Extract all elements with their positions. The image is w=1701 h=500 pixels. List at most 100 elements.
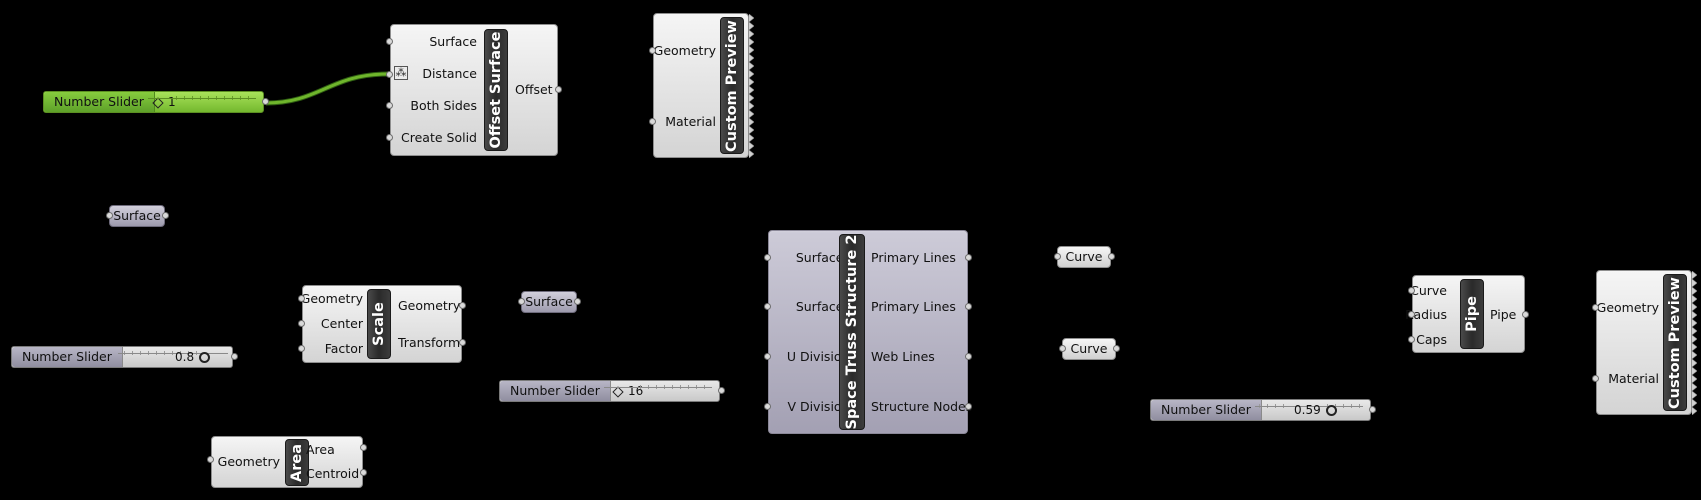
output-geometry: Geometry: [398, 298, 461, 313]
grip-out-structure-nodes[interactable]: [965, 403, 972, 410]
slider-label: Number Slider: [500, 381, 611, 401]
slider-output-grip[interactable]: [718, 387, 725, 394]
grip-in-geometry[interactable]: [207, 456, 214, 463]
space-truss-component[interactable]: Surface A Surface B U Divisions V Divisi…: [768, 230, 972, 434]
component-name-bar[interactable]: Scale: [367, 289, 391, 359]
grip-curve-in[interactable]: [1059, 345, 1066, 352]
input-both-sides: Both Sides: [410, 98, 477, 113]
input-radius: Radius: [1405, 307, 1447, 322]
grip-out-offset[interactable]: [555, 86, 562, 93]
slider-label: Number Slider: [44, 92, 155, 112]
grip-out-primary-lines[interactable]: [965, 303, 972, 310]
output-area: Area: [306, 442, 335, 457]
grip-out-pipe[interactable]: [1522, 311, 1529, 318]
output-transform: Transform: [398, 335, 461, 350]
grip-out-primary-lines[interactable]: [965, 254, 972, 261]
grip-in-geometry[interactable]: [298, 295, 305, 302]
grip-in-material[interactable]: [1592, 375, 1599, 382]
grip-in-surface[interactable]: [386, 38, 393, 45]
slider-output-grip[interactable]: [1369, 406, 1376, 413]
grip-surface-in[interactable]: [518, 298, 525, 305]
grip-in-center[interactable]: [298, 320, 305, 327]
expression-icon[interactable]: ⁂: [394, 66, 408, 80]
grip-in-radius[interactable]: [1408, 311, 1415, 318]
slider-handle-icon[interactable]: [1325, 405, 1337, 416]
pipe-component[interactable]: Curve Radius Caps Pipe Pipe: [1405, 275, 1525, 353]
grip-in-caps[interactable]: [1408, 336, 1415, 343]
input-center: Center: [320, 316, 363, 331]
grip-in-material[interactable]: [649, 118, 656, 125]
component-name-bar[interactable]: Custom Preview: [1663, 274, 1687, 411]
grip-surface-out[interactable]: [162, 212, 169, 219]
offset-surface-component[interactable]: Surface Distance Both Sides Create Solid…: [390, 24, 558, 156]
grip-out-web-lines[interactable]: [965, 353, 972, 360]
slider-output-grip[interactable]: [231, 353, 238, 360]
curve-param[interactable]: Curve: [1062, 338, 1116, 360]
zigzag-edge-icon: [749, 14, 754, 158]
slider-handle-icon[interactable]: [199, 352, 211, 363]
curve-param[interactable]: Curve: [1057, 246, 1111, 268]
grip-in-geometry[interactable]: [1592, 304, 1599, 311]
grip-out-centroid[interactable]: [360, 469, 367, 476]
input-caps: Caps: [1416, 332, 1447, 347]
grip-in-v-divisions[interactable]: [764, 403, 771, 410]
input-material: Material: [665, 114, 716, 129]
wire-slider-to-distance: [265, 71, 389, 106]
grip-in-geometry[interactable]: [649, 47, 656, 54]
output-offset: Offset: [515, 82, 553, 97]
slider-label: Number Slider: [12, 347, 123, 367]
input-geometry: Geometry: [1596, 300, 1659, 315]
number-slider-1[interactable]: Number Slider 1: [43, 91, 264, 113]
number-slider-4[interactable]: Number Slider 0.59: [1150, 399, 1371, 421]
grip-in-both-sides[interactable]: [386, 102, 393, 109]
slider-label: Number Slider: [1151, 400, 1262, 420]
custom-preview-component[interactable]: Geometry Material Custom Preview: [653, 13, 749, 158]
component-name-bar[interactable]: Space Truss Structure 2: [839, 234, 865, 430]
area-component[interactable]: Geometry Area Area Centroid: [211, 436, 363, 488]
input-v-divisions: V Divisions: [787, 399, 856, 414]
number-slider-3[interactable]: Number Slider 16: [499, 380, 720, 402]
grip-in-surface-b[interactable]: [764, 303, 771, 310]
grip-curve-in[interactable]: [1054, 253, 1061, 260]
grip-in-surface-a[interactable]: [764, 254, 771, 261]
slider-value: 0.8: [175, 350, 195, 364]
grip-in-u-divisions[interactable]: [764, 353, 771, 360]
number-slider-2[interactable]: Number Slider 0.8: [11, 346, 233, 368]
output-pipe: Pipe: [1490, 307, 1517, 322]
zigzag-edge-icon: [1692, 271, 1697, 415]
grip-curve-out[interactable]: [1113, 345, 1120, 352]
grip-in-curve[interactable]: [1408, 287, 1415, 294]
input-create-solid: Create Solid: [401, 130, 477, 145]
custom-preview-component[interactable]: Geometry Material Custom Preview: [1596, 270, 1692, 415]
grip-curve-out[interactable]: [1108, 253, 1115, 260]
slider-value: 1: [168, 95, 176, 109]
component-name-bar[interactable]: Offset Surface: [484, 29, 508, 151]
surface-param[interactable]: Surface: [521, 291, 577, 313]
grip-in-create-solid[interactable]: [386, 134, 393, 141]
input-distance: Distance: [422, 66, 477, 81]
output-primary-lines: Primary Lines: [871, 299, 956, 314]
slider-value: 0.59: [1294, 403, 1321, 417]
slider-output-grip[interactable]: [262, 98, 269, 105]
input-material: Material: [1608, 371, 1659, 386]
input-factor: Factor: [324, 341, 363, 356]
grip-out-transform[interactable]: [459, 339, 466, 346]
grip-in-factor[interactable]: [298, 345, 305, 352]
input-geometry: Geometry: [217, 454, 280, 469]
scale-component[interactable]: Geometry Center Factor Scale Geometry Tr…: [301, 285, 462, 363]
component-name-bar[interactable]: Custom Preview: [720, 17, 744, 154]
output-structure-nodes: Structure Nodes: [871, 399, 973, 414]
input-surface: Surface: [429, 34, 477, 49]
input-geometry: Geometry: [653, 43, 716, 58]
grip-surface-in[interactable]: [106, 212, 113, 219]
component-name-bar[interactable]: Pipe: [1460, 279, 1484, 349]
grip-surface-out[interactable]: [574, 298, 581, 305]
grip-in-distance[interactable]: [386, 71, 393, 78]
grip-out-area[interactable]: [360, 444, 367, 451]
output-web-lines: Web Lines: [871, 349, 935, 364]
grip-out-geometry[interactable]: [459, 302, 466, 309]
input-curve: Curve: [1410, 283, 1447, 298]
component-name-bar[interactable]: Area: [285, 439, 309, 486]
input-u-divisions: U Divisions: [786, 349, 856, 364]
surface-param[interactable]: Surface: [109, 205, 165, 227]
